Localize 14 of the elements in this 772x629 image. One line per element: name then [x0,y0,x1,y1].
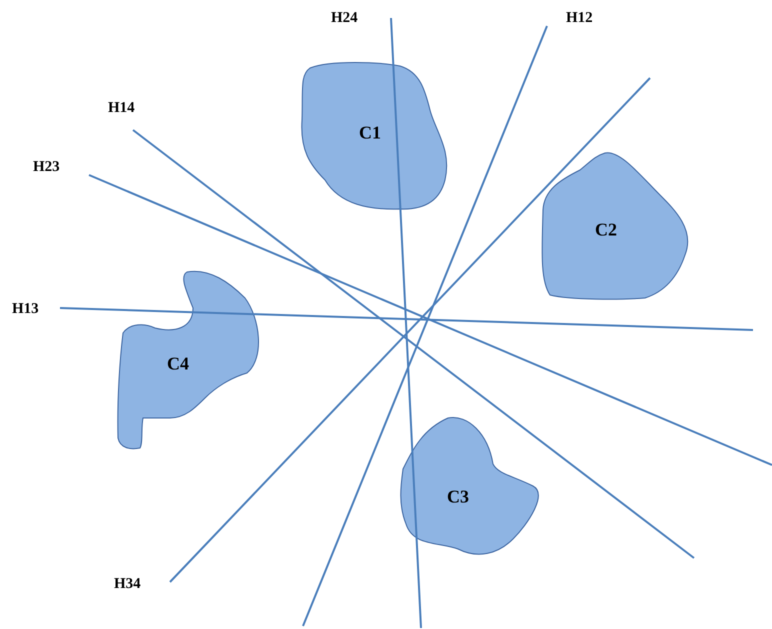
cluster-label: C2 [595,218,617,242]
line-label: H13 [12,302,39,317]
line-label: H24 [331,11,358,26]
line-label: H34 [114,577,141,592]
line-label: H23 [33,160,60,175]
cluster-label: C3 [447,486,469,508]
line-label: H14 [108,101,135,116]
cluster-label: C4 [167,352,189,376]
cluster-blob [117,270,259,450]
cluster-blob [400,417,539,555]
line-label: H12 [566,11,593,26]
cluster-blob [301,62,448,210]
cluster-blob [542,152,688,300]
cluster-label: C1 [359,122,381,144]
